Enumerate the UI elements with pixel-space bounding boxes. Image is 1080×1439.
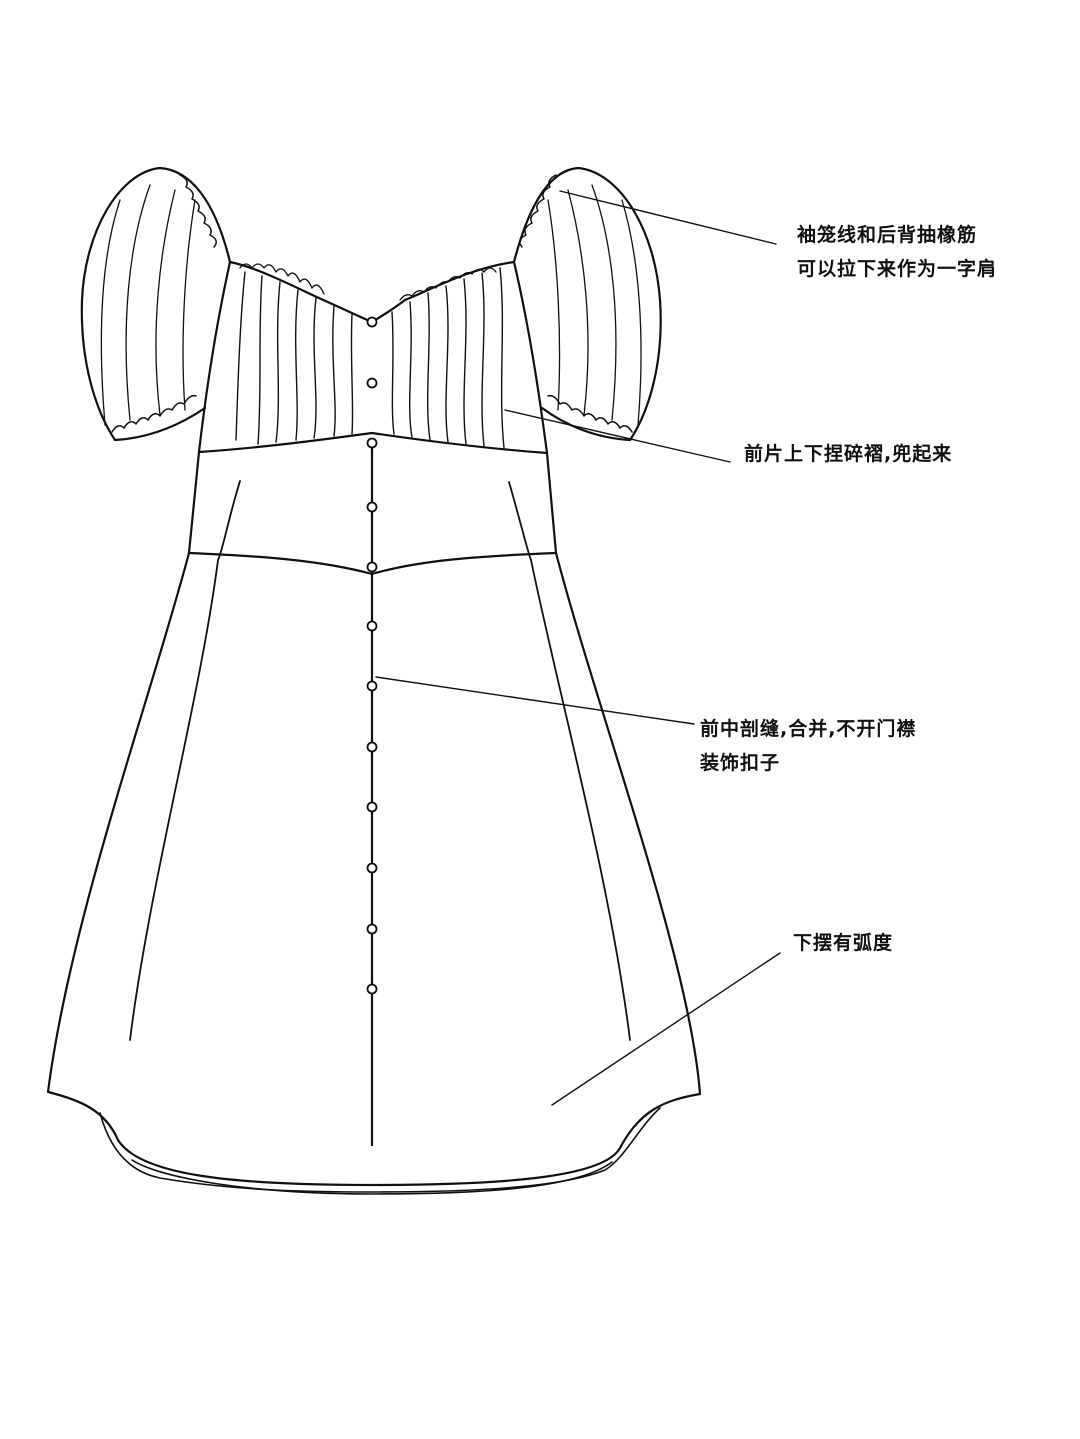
right-sleeve-folds — [547, 184, 642, 426]
leader-lines — [375, 190, 781, 1106]
hem-stitch-2 — [131, 1159, 613, 1195]
skirt — [46, 441, 702, 1195]
right-sleeve-outline — [512, 166, 662, 442]
callout-center-seam-line2: 装饰扣子 — [700, 752, 781, 774]
band-left-side — [187, 450, 201, 555]
neck-frill-right — [399, 267, 497, 301]
callout-hem: 下摆有弧度 — [793, 926, 893, 960]
skirt-outline — [46, 551, 702, 1187]
bodice — [197, 260, 549, 455]
left-sleeve-outline — [80, 166, 232, 442]
callout-hem-line1: 下摆有弧度 — [793, 932, 894, 954]
left-princess-seam — [129, 480, 241, 1041]
left-armhole-elastic — [179, 174, 217, 248]
left-sleeve-folds — [100, 184, 196, 426]
waist-band — [187, 431, 558, 576]
bodice-right-edge — [512, 260, 549, 455]
bodice-bottom-line — [197, 431, 549, 455]
callout-center-seam: 前中剖缝,合并,不开门襟 装饰扣子 — [700, 712, 916, 780]
neck-frill — [239, 263, 325, 295]
callout-sleeve-line1: 袖笼线和后背抽橡筋 — [797, 224, 978, 246]
callout-front-gather: 前片上下捏碎褶,兜起来 — [744, 437, 952, 471]
right-princess-seam — [508, 481, 631, 1041]
right-armhole-elastic — [519, 174, 557, 248]
button — [366, 741, 378, 753]
button — [366, 620, 378, 632]
button — [366, 862, 378, 874]
button — [366, 680, 378, 692]
callout-sleeve: 袖笼线和后背抽橡筋 可以拉下来作为一字肩 — [797, 218, 997, 286]
right-cuff-elastic — [547, 394, 633, 433]
decorative-buttons — [366, 316, 378, 995]
waist-seam-line — [187, 551, 558, 576]
band-right-side — [545, 451, 558, 555]
leader-center-seam — [375, 676, 695, 725]
button — [366, 561, 378, 573]
leader-hem — [551, 952, 781, 1106]
callout-sleeve-line2: 可以拉下来作为一字肩 — [797, 258, 998, 280]
hem-stitch-1 — [99, 1107, 661, 1193]
button — [366, 983, 378, 995]
right-sleeve — [512, 166, 662, 442]
left-sleeve — [80, 166, 232, 442]
button — [366, 437, 378, 449]
leader-front-gather — [504, 409, 731, 463]
button — [366, 923, 378, 935]
button — [366, 316, 378, 328]
callout-front-gather-line1: 前片上下捏碎褶,兜起来 — [744, 443, 953, 465]
button — [366, 501, 378, 513]
bodice-left-edge — [197, 260, 232, 454]
left-cuff-elastic — [111, 394, 197, 433]
button — [366, 377, 378, 389]
leader-sleeve — [559, 190, 777, 245]
callout-center-seam-line1: 前中剖缝,合并,不开门襟 — [700, 718, 917, 740]
neckline — [228, 260, 516, 324]
button — [366, 801, 378, 813]
gather-folds — [235, 267, 505, 449]
